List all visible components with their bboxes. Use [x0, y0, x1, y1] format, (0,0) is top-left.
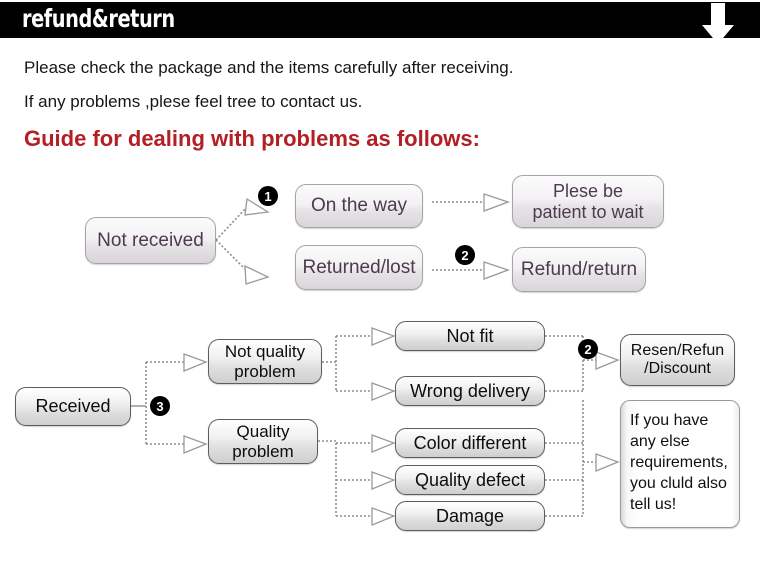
- node-label: Returned/lost: [302, 256, 416, 278]
- node-label: Not fit: [446, 325, 494, 346]
- node-label-line2: patient to wait: [532, 201, 644, 222]
- node-label: Refund/return: [520, 258, 638, 280]
- node-label-line1: Resen/Refun: [630, 342, 725, 360]
- node-label: If you have any else requirements, you c…: [630, 410, 739, 516]
- node-label: Received: [35, 396, 111, 417]
- node-damage[interactable]: Damage: [395, 501, 545, 531]
- node-not-quality-problem[interactable]: Not quality problem: [208, 339, 322, 384]
- node-wrong-delivery[interactable]: Wrong delivery: [395, 376, 545, 406]
- node-any-else-requirements[interactable]: If you have any else requirements, you c…: [620, 400, 740, 528]
- intro-line-1: Please check the package and the items c…: [24, 58, 514, 77]
- node-label-line2: problem: [234, 361, 296, 381]
- node-label-line2: any else: [630, 433, 690, 451]
- node-label-line5: tell us!: [630, 496, 677, 514]
- node-on-the-way[interactable]: On the way: [295, 184, 423, 228]
- node-label: Wrong delivery: [410, 380, 530, 401]
- node-not-fit[interactable]: Not fit: [395, 321, 545, 351]
- node-resend-refund-discount[interactable]: Resen/Refun /Discount: [620, 334, 735, 386]
- node-not-received[interactable]: Not received: [85, 217, 216, 264]
- node-label: Color different: [413, 432, 527, 453]
- node-quality-problem[interactable]: Quality problem: [208, 419, 318, 464]
- header-bar: [0, 2, 760, 38]
- down-arrow-icon: [702, 3, 734, 44]
- node-label: Not received: [97, 229, 204, 251]
- step-badge-1: 1: [258, 186, 278, 206]
- node-label-line1: If you have: [630, 412, 709, 429]
- step-badge-3: 3: [150, 396, 170, 416]
- node-quality-defect[interactable]: Quality defect: [395, 465, 545, 495]
- node-received[interactable]: Received: [15, 387, 131, 426]
- step-badge-4: 2: [578, 339, 598, 359]
- node-please-be-patient[interactable]: Plese be patient to wait: [512, 175, 664, 228]
- node-label-line2: problem: [232, 441, 294, 461]
- node-label-line1: Quality: [236, 422, 290, 442]
- node-label-line3: requirements,: [630, 454, 728, 472]
- node-label-line4: you cluld also: [630, 475, 727, 493]
- node-returned-lost[interactable]: Returned/lost: [295, 245, 423, 290]
- guide-heading: Guide for dealing with problems as follo…: [24, 126, 480, 151]
- node-label: Quality defect: [414, 469, 526, 490]
- step-badge-2: 2: [455, 245, 475, 265]
- node-refund-return[interactable]: Refund/return: [512, 247, 646, 292]
- node-label: Plese be patient to wait: [513, 181, 663, 221]
- intro-line-2: If any problems ,plese feel tree to cont…: [24, 92, 363, 111]
- node-color-different[interactable]: Color different: [395, 428, 545, 458]
- node-label: Quality problem: [209, 422, 317, 460]
- node-label: Resen/Refun /Discount: [621, 342, 734, 378]
- node-label: On the way: [310, 195, 408, 217]
- node-label: Not quality problem: [209, 342, 321, 380]
- node-label: Damage: [435, 505, 505, 526]
- node-label-line2: /Discount: [644, 360, 711, 377]
- page-title: refund&return: [22, 4, 175, 33]
- node-label-line1: Plese be: [552, 181, 624, 202]
- node-label-line1: Not quality: [224, 342, 306, 362]
